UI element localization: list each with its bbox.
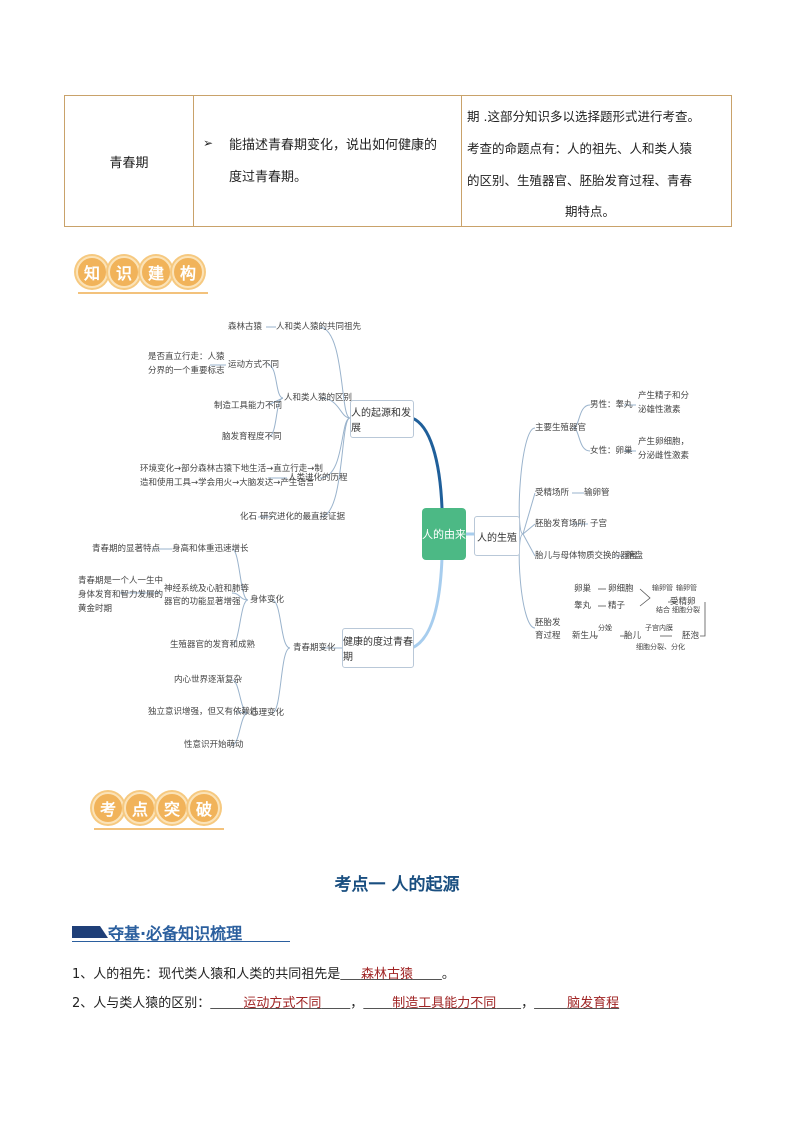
mm-node: 人和类人猿的共同祖先 [276,322,362,332]
mindmap-reproduction-node: 人的生殖 [474,516,520,556]
badge-char: 考 [92,792,124,824]
mm-node: 器官的功能显著增强 [164,597,241,607]
mm-process-text: 结合 [656,606,670,614]
badge-char: 构 [172,256,204,288]
mm-node: 分泌雌性激素 [638,451,690,461]
mm-process-text: 子宫内膜 [645,624,673,632]
mm-node: 育过程 [535,631,561,641]
mm-node: 人和类人猿的区别 [284,393,353,403]
q1-prefix: 1、人的祖先：现代类人猿和人类的共同祖先是 [72,967,341,982]
mm-node: 化石 [240,512,258,522]
mm-node: 子宫 [590,519,608,529]
note-line-2: 考查的命题点有：人的祖先、人和类人猿 [467,141,693,156]
mm-node: 神经系统及心脏和肺等 [164,584,250,594]
badge-char: 识 [108,256,140,288]
mm-node: 青春期是一个人一生中 [78,576,164,586]
mm-node: 运动方式不同 [228,360,280,370]
q2-answer-2: 制造工具能力不同 [392,996,497,1011]
table-note-cell: 期 .这部分知识多以选择题形式进行考查。 考查的命题点有：人的祖先、人和类人猿 … [461,96,731,226]
q1-suffix: 。 [441,967,455,982]
mm-node: 身高和体重迅速增长 [172,544,249,554]
mm-node: 独立意识增强，但又有依赖性 [148,707,259,717]
note-line-4: 期特点。 [565,204,616,219]
section-title: 考点一 人的起源 [334,875,460,895]
badge-underline [78,292,208,294]
mm-node: 环境变化→部分森林古猿下地生活→直立行走→制 [140,464,323,474]
mm-node: 受精场所 [535,488,570,498]
mindmap-origin-node: 人的起源和发展 [350,400,414,438]
mm-node: 青春期的显著特点 [92,544,161,554]
badge-char: 知 [76,256,108,288]
q1-answer: 森林古猿 [360,967,413,982]
table-topic-cell: 青春期 [65,96,194,226]
mm-node: 脑发育程度不同 [222,432,282,442]
mm-node: 分界的一个重要标志 [148,366,225,376]
mm-process-text: 睾丸 [574,601,592,611]
question-1: 1、人的祖先：现代类人猿和人类的共同祖先是 森林古猿 。 [72,963,455,982]
mm-process-text: 输卵管 [652,584,673,592]
bar-heading: 夺基·必备知识梳理 [108,924,243,943]
question-2: 2、人与类人猿的区别： 运动方式不同 ， 制造工具能力不同 ， 脑发育程 [72,992,619,1011]
mm-process-text: 卵细胞 [608,584,634,594]
badge-char: 突 [156,792,188,824]
mm-node: 生殖器官的发育和成熟 [170,640,256,650]
badge-char: 点 [124,792,156,824]
bar-heading-icon [72,926,108,938]
note-line-3: 的区别、生殖器官、胚胎发育过程、青春 [467,173,693,188]
q2-sep: ， [350,996,364,1011]
table-topic: 青春期 [109,155,149,171]
mm-node: 身体发育和智力发展的 [78,590,164,600]
badge-char: 破 [188,792,220,824]
mm-process-text: 胎儿 [624,631,642,641]
mm-process-text: 新生儿 [572,631,598,641]
badge-char: 建 [140,256,172,288]
mm-node: 泌雄性激素 [638,405,681,415]
mm-node: 身体变化 [250,595,285,605]
mm-node: 内心世界逐渐复杂 [174,675,243,685]
mm-process-text: 精子 [608,601,626,611]
q2-answer-3: 脑发育程 [567,996,620,1011]
mm-node: 产生精子和分 [638,391,690,401]
mm-node: 主要生殖器官 [535,423,587,433]
arrow-bullet-icon: ➢ [203,136,214,150]
badge-underline [94,828,224,830]
mm-process-text: 胚泡 [682,631,700,641]
mm-node: 森林古猿 [228,322,263,332]
mm-process-text: 细胞分裂、分化 [636,643,685,651]
mm-node: 胚胎发 [535,618,561,628]
mm-process-text: 卵巢 [574,584,592,594]
mm-node: 男性：睾丸 [590,400,633,410]
mm-process-text: 分娩 [598,624,612,632]
mm-node: 制造工具能力不同 [214,401,283,411]
mm-node: 造和使用工具→学会用火→大脑发达→产生语言 [140,478,315,488]
mm-node: 人类进化的历程 [288,473,348,483]
mm-node: 胎儿与母体物质交换的器官 [535,551,638,561]
q2-prefix: 2、人与类人猿的区别： [72,996,211,1011]
mm-node: 黄金时期 [78,604,113,614]
mm-process-text: 细胞分裂 [672,606,700,614]
mm-node: 胚胎发育场所 [535,519,587,529]
note-line-1: 期 .这部分知识多以选择题形式进行考查。 [467,109,700,124]
mm-node: 青春期变化 [293,643,336,653]
mm-node: 产生卵细胞， [638,437,690,447]
bar-heading-underline [72,941,290,942]
table-requirement-cell: ➢ 能描述青春期变化，说出如何健康的 度过青春期。 [193,96,462,226]
mm-node: 研究进化的最直接证据 [260,512,346,522]
mm-node: 性意识开始萌动 [184,740,244,750]
mm-node: 心理变化 [250,708,285,718]
mm-process-text: 输卵管 [676,584,697,592]
mm-process-text: 受精卵 [670,597,696,607]
mindmap-center-node: 人的由来 [422,508,466,560]
mindmap-puberty-node: 健康的度过青春期 [342,628,414,668]
q2-sep: ， [521,996,535,1011]
mm-node: 女性：卵巢 [590,446,633,456]
requirement-line-1: 能描述青春期变化，说出如何健康的 [229,138,438,153]
mm-node: 输卵管 [584,488,610,498]
requirement-line-2: 度过青春期。 [229,170,308,185]
requirement-table: 青春期 ➢ 能描述青春期变化，说出如何健康的 度过青春期。 期 .这部分知识多以… [64,95,732,227]
mm-node: 胎盘 [626,551,644,561]
q2-answer-1: 运动方式不同 [243,996,322,1011]
mm-node: 是否直立行走：人猿 [148,352,225,362]
